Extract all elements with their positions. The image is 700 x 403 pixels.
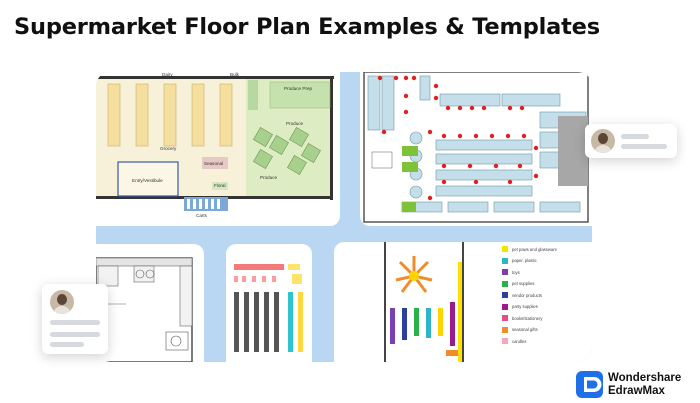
legend-swatch: [502, 292, 508, 298]
legend-item: paper, plastic: [502, 256, 592, 266]
placeholder-line: [621, 144, 667, 149]
legend-swatch: [502, 246, 508, 252]
legend-item: books/stationery: [502, 313, 592, 323]
avatar: [50, 290, 74, 314]
legend-item: pet supplies: [502, 279, 592, 289]
floor-plan-3-drawing: [96, 257, 193, 362]
floor-plan-1-drawing: Dairy Bulk Produce Prep Produce Grocery …: [96, 72, 334, 218]
floor-plan-card-1[interactable]: Dairy Bulk Produce Prep Produce Grocery …: [96, 72, 340, 226]
placeholder-line: [50, 342, 84, 347]
legend-label: toys: [512, 269, 520, 275]
profile-card-left: [42, 284, 108, 354]
legend-label: seasonal gifts: [512, 327, 538, 332]
floor-plan-card-5[interactable]: pet paws and glassware paper, plastic toys…: [334, 242, 592, 362]
floor-plan-card-3[interactable]: [96, 244, 204, 362]
legend-item: vendor products: [502, 290, 592, 300]
brand-name-line2: EdrawMax: [608, 385, 665, 397]
label-produce-prep: Produce Prep: [284, 86, 313, 91]
floor-plan-2-drawing: [363, 72, 589, 223]
label-seasonal: Seasonal: [204, 161, 223, 166]
label-grocery: Grocery: [160, 146, 177, 151]
label-dairy: Dairy: [162, 72, 173, 77]
floor-plan-4-drawing: [234, 264, 303, 352]
legend-label: books/stationery: [512, 315, 543, 321]
placeholder-line: [621, 134, 649, 139]
legend-swatch: [502, 269, 508, 275]
label-floral: Floral: [214, 183, 226, 188]
floor-plan-card-2[interactable]: [360, 72, 592, 226]
brand[interactable]: Wondershare EdrawMax: [574, 370, 696, 400]
legend-swatch: [502, 257, 508, 264]
legend-item: toys: [502, 267, 592, 277]
legend: pet paws and glassware paper, plastic toys…: [502, 244, 592, 348]
label-entry: Entry/Vestibule: [132, 178, 163, 183]
floor-plan-gallery: Dairy Bulk Produce Prep Produce Grocery …: [96, 72, 592, 362]
legend-swatch: [502, 280, 508, 287]
legend-label: vendor products: [512, 292, 543, 298]
brand-name-line1: Wondershare: [608, 372, 682, 384]
legend-swatch: [502, 326, 508, 333]
floor-plan-card-4[interactable]: [226, 244, 312, 362]
legend-swatch: [502, 315, 508, 321]
avatar: [591, 129, 615, 153]
floor-plan-5-drawing: [384, 242, 464, 362]
placeholder-line: [50, 320, 100, 325]
legend-label: pet supplies: [512, 281, 535, 286]
legend-label: party supplies: [512, 304, 538, 309]
legend-swatch: [502, 303, 508, 310]
label-produce-upper: Produce: [286, 121, 304, 126]
legend-item: candles: [502, 336, 592, 346]
label-produce-lower: Produce: [260, 175, 278, 180]
legend-label: pet paws and glassware: [512, 246, 557, 252]
label-carts: Carts: [196, 213, 208, 218]
legend-item: pet paws and glassware: [502, 244, 592, 254]
legend-item: seasonal gifts: [502, 325, 592, 335]
legend-item: party supplies: [502, 302, 592, 312]
page-title: Supermarket Floor Plan Examples & Templa…: [14, 14, 600, 40]
placeholder-line: [50, 332, 100, 337]
legend-label: paper, plastic: [512, 258, 537, 263]
profile-card-right: [585, 124, 677, 158]
edrawmax-logo-icon: [576, 371, 603, 398]
label-bulk: Bulk: [230, 72, 240, 77]
legend-swatch: [502, 338, 508, 344]
legend-label: candles: [512, 338, 527, 344]
